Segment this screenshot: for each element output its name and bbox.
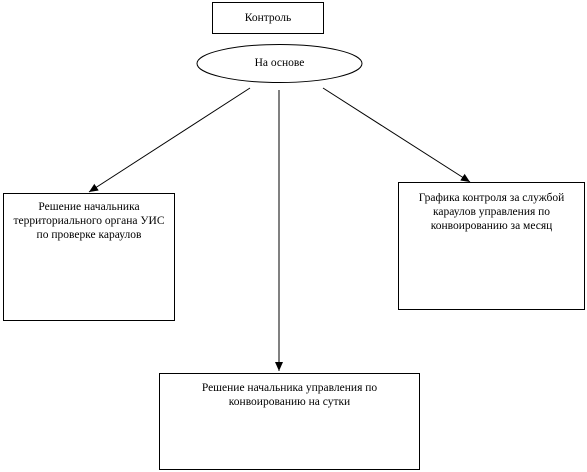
hub-ellipse xyxy=(196,44,363,83)
hub-node-label: На основе xyxy=(254,57,305,69)
root-node-label: Контроль xyxy=(244,12,292,24)
child-node-label: Решение начальника управления по конвоир… xyxy=(201,382,378,408)
child-node-territorial-decision: Решение начальника территориального орга… xyxy=(3,193,175,321)
child-node-monthly-schedule: Графика контроля за службой караулов упр… xyxy=(398,182,585,310)
arrow-to-right-box xyxy=(322,87,471,183)
child-node-label: Решение начальника территориального орга… xyxy=(13,201,165,241)
child-node-label: Графика контроля за службой караулов упр… xyxy=(418,192,565,232)
child-node-daily-decision: Решение начальника управления по конвоир… xyxy=(159,373,420,470)
root-node-kontrol: Контроль xyxy=(212,2,324,34)
arrow-to-left-box xyxy=(88,87,251,193)
